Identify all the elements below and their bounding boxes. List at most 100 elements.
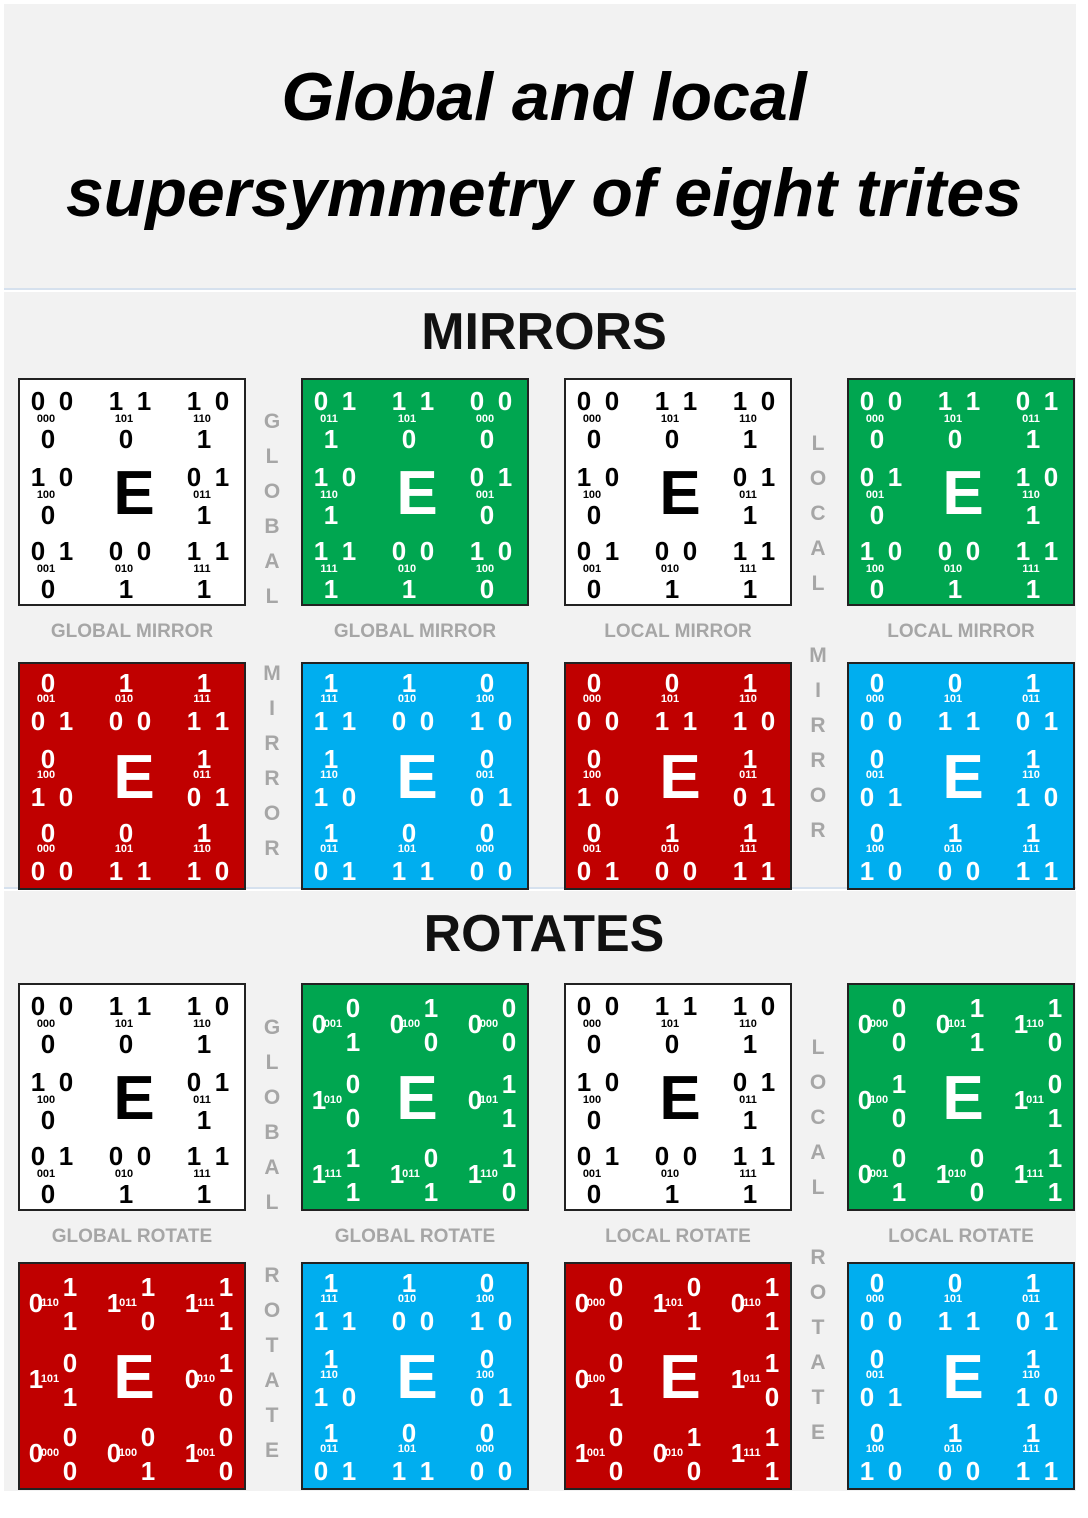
trite-code: 100: [586, 1373, 606, 1385]
trite-digit: 1: [1025, 818, 1041, 848]
side-letter: O: [809, 784, 827, 807]
trite-digit: 1: [1025, 744, 1041, 774]
trite-digit: 1: [574, 1438, 590, 1468]
trite-code: 010: [114, 1168, 134, 1180]
trite-digit: 0: [857, 1159, 873, 1189]
center-letter: E: [942, 743, 984, 812]
trite-code: 011: [193, 489, 211, 501]
trite-code: 101: [114, 1018, 134, 1030]
trite-code: 110: [193, 413, 211, 425]
trite-digit: 1: [62, 1272, 78, 1302]
trite-digit: 1: [136, 856, 152, 886]
trite-code: 111: [1022, 563, 1040, 575]
trite-digit: 0: [313, 1456, 329, 1486]
trite-digit: 1: [218, 1348, 234, 1378]
trite-digit: 1: [389, 1159, 405, 1189]
trite-code: 100: [475, 1293, 495, 1305]
trite-code: 000: [869, 1018, 889, 1030]
trite-digit: 1: [732, 706, 748, 736]
trite-digit: 0: [608, 1422, 624, 1452]
trite-digit: 1: [401, 668, 417, 698]
trite-digit: 0: [58, 991, 74, 1021]
trite-code: 111: [197, 1297, 215, 1309]
trite-digit: 0: [891, 1027, 907, 1057]
trite-code: 010: [397, 693, 417, 705]
trite-digit: 0: [947, 1268, 963, 1298]
trite-digit: 1: [311, 1159, 327, 1189]
trite-code: 011: [739, 1094, 757, 1106]
center-letter: E: [113, 1064, 155, 1133]
trite-digit: 0: [40, 1105, 56, 1135]
trite-digit: 0: [40, 744, 56, 774]
trite-digit: 1: [196, 744, 212, 774]
trite-code: 001: [582, 843, 602, 855]
side-letter: R: [264, 732, 280, 755]
trite-code: 001: [196, 1447, 216, 1459]
trite-digit: 1: [196, 574, 212, 604]
trite-digit: 1: [140, 1456, 156, 1486]
trite-digit: 0: [40, 1179, 56, 1209]
trite-digit: 1: [469, 1306, 485, 1336]
trite-digit: 1: [345, 1177, 361, 1207]
center-letter: E: [942, 1343, 984, 1412]
trite-digit: 0: [419, 706, 435, 736]
trite-digit: 0: [1047, 1027, 1063, 1057]
trite-digit: 0: [345, 1069, 361, 1099]
side-letter: B: [264, 515, 280, 538]
trite-digit: 1: [214, 1141, 230, 1171]
trite-digit: 1: [760, 856, 776, 886]
trite-digit: 0: [58, 1067, 74, 1097]
trite-digit: 1: [760, 782, 776, 812]
trite-digit: 0: [214, 856, 230, 886]
trite-digit: 0: [887, 1456, 903, 1486]
trite-code: 000: [582, 413, 602, 425]
trite-code: 101: [660, 1018, 680, 1030]
trite-digit: 1: [108, 856, 124, 886]
trite-digit: 0: [218, 1422, 234, 1452]
trite-digit: 0: [654, 856, 670, 886]
trite-digit: 1: [682, 706, 698, 736]
trite-digit: 0: [586, 424, 602, 454]
trite-digit: 1: [1025, 500, 1041, 530]
trite-digit: 1: [604, 856, 620, 886]
trite-digit: 0: [764, 1382, 780, 1412]
trite-code: 111: [743, 1447, 761, 1459]
trite-digit: 0: [604, 782, 620, 812]
trite-digit: 0: [479, 818, 495, 848]
trite-digit: 0: [501, 1027, 517, 1057]
trite-digit: 0: [586, 818, 602, 848]
trite-code: 100: [582, 1094, 602, 1106]
trite-digit: 1: [576, 1067, 592, 1097]
trite-digit: 1: [313, 782, 329, 812]
trite-digit: 1: [497, 1382, 513, 1412]
trite-digit: 0: [341, 1382, 357, 1412]
trite-digit: 0: [469, 856, 485, 886]
trite-code: 101: [664, 1297, 684, 1309]
trite-digit: 1: [686, 1306, 702, 1336]
trite-digit: 0: [30, 706, 46, 736]
trite-code: 111: [320, 563, 338, 575]
title-divider: [4, 288, 1076, 290]
trite-digit: 1: [937, 706, 953, 736]
trite-code: 001: [865, 489, 885, 501]
trite-code: 000: [475, 413, 495, 425]
